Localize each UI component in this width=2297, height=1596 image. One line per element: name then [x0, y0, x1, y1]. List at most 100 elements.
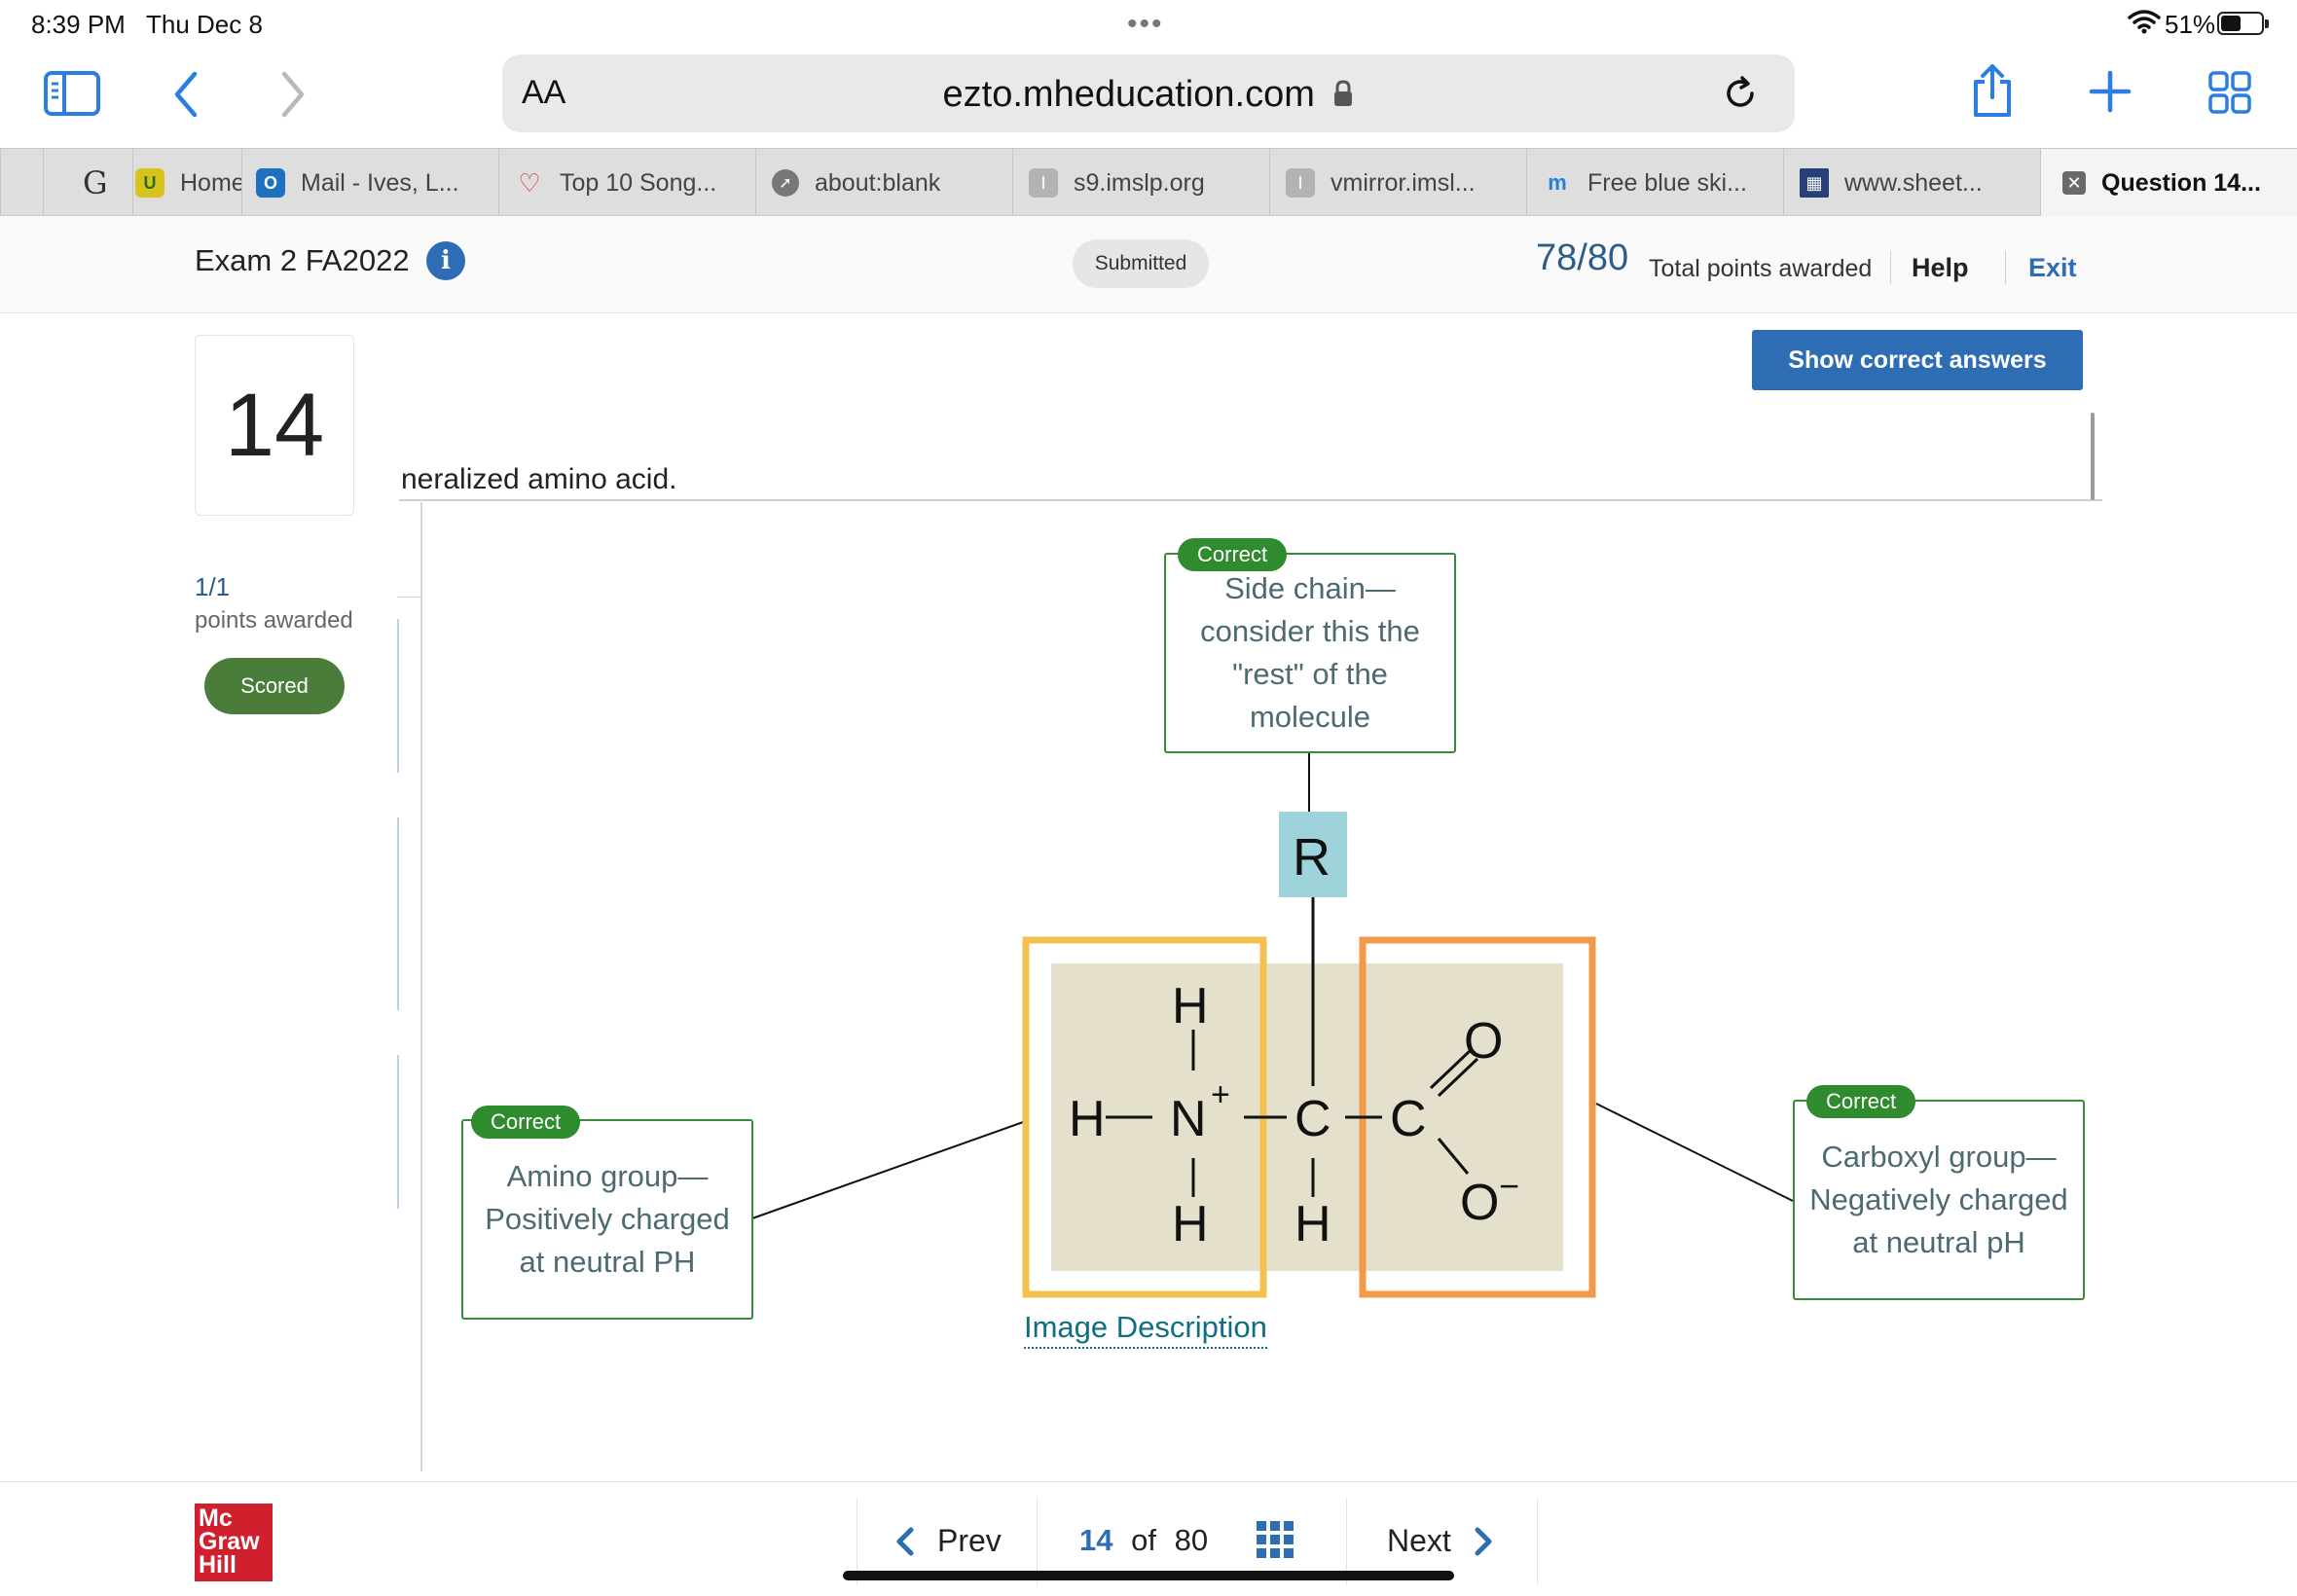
- pager-divider: [1037, 1498, 1038, 1585]
- compass-icon: ➚: [772, 169, 799, 197]
- help-link[interactable]: Help: [1912, 253, 1969, 282]
- tab-label: Home: [180, 168, 241, 197]
- tab-label: vmirror.imsl...: [1331, 168, 1476, 197]
- tab-label: www.sheet...: [1844, 168, 1983, 197]
- battery-icon: [2217, 12, 2269, 35]
- sidebar-icon[interactable]: [43, 70, 101, 117]
- r-group-box: [1279, 812, 1347, 897]
- amino-connector: [751, 1120, 1027, 1219]
- question-text: neralized amino acid.: [401, 463, 677, 495]
- tab-home[interactable]: U Home: [132, 149, 241, 217]
- tab-label: about:blank: [815, 168, 941, 197]
- drop-zone-indicator: [397, 619, 399, 773]
- total-score: 78/80: [1536, 237, 1629, 278]
- tab-label: Mail - Ives, L...: [301, 168, 459, 197]
- tab-google[interactable]: G: [43, 149, 132, 217]
- side-tick: [397, 597, 422, 598]
- points-awarded-label: points awarded: [195, 607, 353, 634]
- correct-badge: Correct: [1178, 538, 1288, 571]
- drop-zone-indicator: [397, 1055, 399, 1209]
- page-indicator: 14 of 80: [1079, 1523, 1208, 1558]
- question-number: 14: [195, 335, 354, 516]
- carboxyl-connector: [1595, 1103, 1794, 1202]
- tab-bar: G U Home O Mail - Ives, L... ♡ Top 10 So…: [0, 148, 2297, 217]
- tab-free-blue[interactable]: m Free blue ski...: [1526, 149, 1783, 217]
- correct-badge: Correct: [1806, 1085, 1916, 1118]
- tab-vmirror[interactable]: I vmirror.imsl...: [1269, 149, 1526, 217]
- c-o-double-bond-1: [1429, 1049, 1472, 1090]
- mcgraw-hill-logo: Mc Graw Hill: [195, 1504, 273, 1581]
- browser-toolbar: AA ezto.mheducation.com: [0, 47, 2297, 148]
- correct-badge: Correct: [471, 1106, 581, 1139]
- sheet-grid-icon: ▦: [1800, 168, 1829, 198]
- status-date: Thu Dec 8: [146, 10, 263, 39]
- home-favicon-icon: U: [135, 168, 164, 198]
- reader-aa-button[interactable]: AA: [522, 74, 566, 111]
- back-icon[interactable]: [171, 70, 201, 119]
- tab-overview-icon[interactable]: [2207, 70, 2252, 115]
- tab-about-blank[interactable]: ➚ about:blank: [755, 149, 1012, 217]
- current-page: 14: [1079, 1523, 1113, 1557]
- multitask-dots-icon[interactable]: •••: [1127, 8, 1164, 40]
- forward-icon[interactable]: [278, 70, 308, 119]
- tab-sheet[interactable]: ▦ www.sheet...: [1783, 149, 2040, 217]
- info-icon[interactable]: i: [426, 241, 465, 280]
- prev-label: Prev: [937, 1523, 1002, 1558]
- header-divider: [1890, 251, 1891, 284]
- submitted-badge: Submitted: [1073, 239, 1209, 288]
- tab-label: Question 14...: [2101, 168, 2261, 197]
- new-tab-plus-icon[interactable]: [2089, 70, 2132, 113]
- image-description-link[interactable]: Image Description: [1024, 1310, 1267, 1349]
- reload-icon[interactable]: [1721, 74, 1760, 113]
- outlook-icon: O: [256, 168, 285, 198]
- scored-badge: Scored: [204, 658, 345, 714]
- url-text[interactable]: ezto.mheducation.com: [502, 74, 1795, 116]
- vmirror-favicon-icon: I: [1286, 168, 1315, 198]
- chevron-left-icon: [896, 1527, 914, 1555]
- tab-imslp[interactable]: I s9.imslp.org: [1012, 149, 1269, 217]
- battery-percent: 51%: [2165, 10, 2216, 39]
- side-chain-label[interactable]: Side chain— consider this the "rest" of …: [1164, 553, 1456, 753]
- next-button[interactable]: Next: [1387, 1523, 1494, 1559]
- carboxyl-group-label[interactable]: Carboxyl group— Negatively charged at ne…: [1793, 1100, 2085, 1300]
- exam-header: Exam 2 FA2022 i Submitted 78/80 Total po…: [0, 216, 2297, 313]
- amino-group-label[interactable]: Amino group— Positively charged at neutr…: [461, 1119, 753, 1320]
- chevron-right-icon: [1475, 1527, 1492, 1555]
- exam-title: Exam 2 FA2022: [195, 243, 410, 277]
- question-divider: [399, 499, 2102, 501]
- total-pages: 80: [1174, 1523, 1209, 1557]
- drop-zone-indicator: [397, 817, 399, 1010]
- status-bar: 8:39 PM Thu Dec 8 ••• 51%: [0, 0, 2297, 47]
- c-o-single-bond: [1437, 1138, 1470, 1175]
- tab-label: s9.imslp.org: [1074, 168, 1205, 197]
- imslp-favicon-icon: I: [1029, 168, 1058, 198]
- exit-link[interactable]: Exit: [2028, 253, 2077, 282]
- tab-blank[interactable]: [0, 149, 43, 217]
- address-bar[interactable]: AA ezto.mheducation.com: [502, 54, 1795, 132]
- musescore-favicon-icon: m: [1548, 170, 1567, 195]
- next-label: Next: [1387, 1523, 1451, 1558]
- home-indicator[interactable]: [843, 1571, 1454, 1580]
- question-grid-icon[interactable]: [1257, 1521, 1294, 1558]
- content-left-border: [420, 502, 422, 1471]
- share-icon[interactable]: [1970, 62, 2015, 119]
- status-time: 8:39 PM: [31, 10, 126, 39]
- c-o-double-bond-2: [1437, 1057, 1479, 1098]
- header-divider: [2005, 251, 2006, 284]
- tab-top10[interactable]: ♡ Top 10 Song...: [498, 149, 755, 217]
- tab-label: Top 10 Song...: [560, 168, 717, 197]
- tab-question-14[interactable]: ✕ Question 14...: [2040, 149, 2297, 217]
- page-of: of: [1131, 1523, 1156, 1557]
- google-icon: G: [83, 164, 108, 201]
- tab-mail[interactable]: O Mail - Ives, L...: [241, 149, 498, 217]
- scrollbar[interactable]: [2091, 413, 2095, 500]
- lock-icon: [1334, 80, 1353, 106]
- heart-favicon-icon: ♡: [518, 167, 541, 198]
- pager-divider: [1346, 1498, 1347, 1585]
- show-correct-answers-button[interactable]: Show correct answers: [1752, 330, 2083, 390]
- tab-label: Free blue ski...: [1587, 168, 1747, 197]
- close-tab-icon[interactable]: ✕: [2062, 171, 2086, 195]
- prev-button[interactable]: Prev: [894, 1523, 1002, 1559]
- wifi-icon: [2128, 10, 2161, 34]
